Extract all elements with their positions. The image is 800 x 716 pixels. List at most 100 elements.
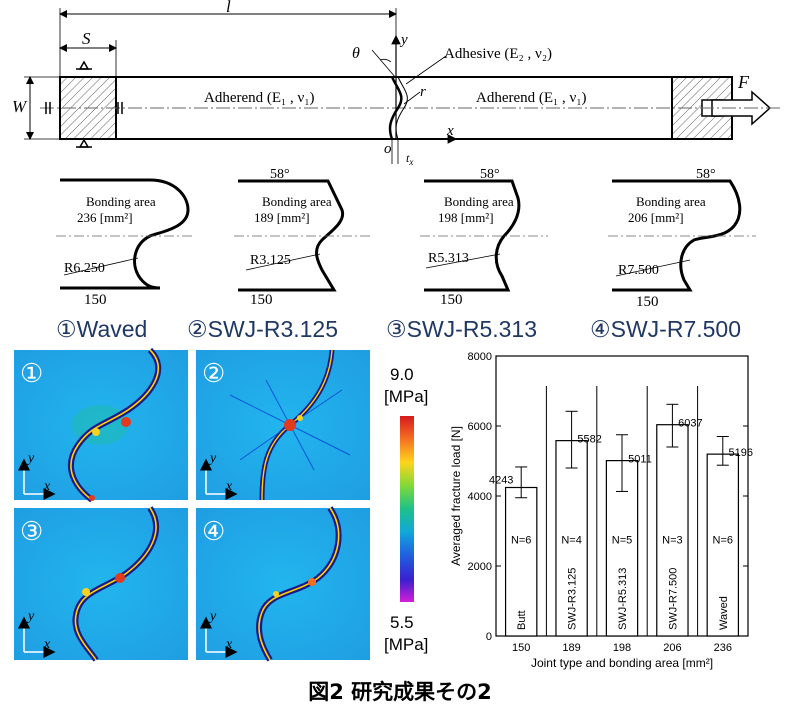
svg-text:x: x	[225, 637, 233, 652]
n-label: N=6	[511, 534, 532, 546]
profile-1: Bonding area 236 [mm²] R6.250 150	[56, 178, 194, 308]
profile-3-length: 150	[440, 292, 463, 308]
r-label: r	[420, 84, 426, 100]
bar	[706, 453, 740, 637]
support-symbols	[45, 60, 123, 148]
joint-schematic: l S W y x o θ Adhesive (E₂ , ν₂) r Adher…	[12, 0, 780, 167]
x-axis-label: x	[446, 123, 454, 139]
profile-4-outline	[612, 179, 742, 292]
dim-w-label: W	[12, 97, 28, 116]
adherend-right-label: Adherend (E₁ , ν₁)	[476, 90, 587, 106]
bar-name: Butt	[516, 610, 528, 630]
bar-name: Waved	[718, 596, 730, 630]
profile-3: 58° Bonding area 198 [mm²] R5.313 150	[420, 167, 548, 308]
origin-label: o	[384, 141, 392, 157]
svg-text:y: y	[208, 451, 217, 466]
bar-name: SWJ-R7.500	[667, 568, 679, 630]
colorbar-min: 5.5	[390, 613, 414, 632]
panel-4-number: ④	[202, 516, 225, 546]
colorbar-max-unit: [MPa]	[384, 387, 428, 406]
x-tick-label: 189	[562, 642, 580, 654]
color-bar	[400, 416, 414, 602]
y-tick-label: 8000	[468, 351, 492, 363]
profile-1-area-value: 236 [mm²]	[77, 210, 133, 225]
contour-panels: ① y x ② y x	[14, 347, 428, 662]
profile-3-area-value: 198 [mm²]	[438, 210, 494, 225]
y-tick-label: 4000	[468, 491, 492, 503]
svg-text:y: y	[26, 451, 35, 466]
value-label: 5582	[577, 434, 601, 446]
dim-s-label: S	[82, 29, 91, 48]
profile-4-area-value: 206 [mm²]	[628, 210, 684, 225]
n-label: N=5	[612, 534, 633, 546]
force-label: F	[737, 72, 750, 92]
profile-3-area-title: Bonding area	[444, 194, 514, 209]
svg-text:x: x	[225, 479, 233, 494]
value-label: 4243	[489, 474, 513, 486]
contour-panel-2: ② y x	[196, 349, 370, 501]
svg-text:y: y	[208, 609, 217, 624]
profile-4-area-title: Bonding area	[636, 194, 706, 209]
bar	[656, 424, 689, 637]
x-tick-label: 236	[714, 642, 732, 654]
tx-label: tx	[406, 151, 413, 167]
x-tick-label: 150	[512, 642, 530, 654]
profile-2-radius: R3.125	[250, 253, 291, 268]
bar-name: SWJ-R5.313	[617, 568, 629, 630]
theta-label: θ	[352, 45, 360, 62]
x-tick-label: 206	[663, 642, 681, 654]
panel-2-number: ②	[202, 358, 225, 388]
colorbar-min-unit: [MPa]	[384, 635, 428, 654]
x-tick-label: 198	[613, 642, 631, 654]
profile-4-length: 150	[636, 294, 659, 310]
profile-3-outline	[424, 179, 521, 292]
panel-3-number: ③	[20, 516, 43, 546]
case-label-swj-r3125: ②SWJ-R3.125	[187, 316, 338, 342]
panel-1-number: ①	[20, 358, 43, 388]
bar	[504, 486, 538, 637]
fracture-load-chart: Averaged fracture load [N] Joint type an…	[449, 351, 753, 670]
y-tick-label: 6000	[468, 421, 492, 433]
wavy-joint	[388, 76, 403, 140]
bar	[555, 440, 588, 637]
colorbar-max: 9.0	[390, 365, 414, 384]
bar-name: SWJ-R3.125	[567, 568, 579, 630]
profile-3-radius: R5.313	[428, 251, 469, 266]
y-axis-title: Averaged fracture load [N]	[449, 426, 463, 566]
contour-panel-3: ③ y x	[14, 506, 188, 662]
n-label: N=6	[713, 534, 734, 546]
adherend-left-label: Adherend (E₁ , ν₁)	[204, 90, 315, 106]
case-label-waved: ①Waved	[56, 316, 148, 342]
profile-2: 58° Bonding area 189 [mm²] R3.125 150	[234, 167, 370, 308]
contour-panel-4: ④ y x	[196, 506, 370, 662]
profile-4-angle: 58°	[696, 167, 716, 182]
contour-panel-1: ① y x	[14, 347, 188, 503]
figure-caption: 図2 研究成果その2	[308, 680, 492, 704]
svg-text:x: x	[43, 479, 51, 494]
adhesive-label: Adhesive (E₂ , ν₂)	[444, 46, 552, 62]
y-tick-label: 2000	[468, 561, 492, 573]
profile-4-radius: R7.500	[618, 263, 659, 278]
case-label-swj-r7500: ④SWJ-R7.500	[590, 316, 741, 342]
profile-2-length: 150	[250, 292, 273, 308]
dim-l-label: l	[226, 0, 231, 16]
profile-2-area-title: Bonding area	[262, 194, 332, 209]
profile-1-radius: R6.250	[64, 261, 105, 276]
profile-1-area-title: Bonding area	[86, 194, 156, 209]
value-label: 5011	[628, 454, 652, 466]
profile-3-angle: 58°	[480, 167, 500, 182]
y-tick-label: 0	[486, 631, 492, 643]
y-axis-label: y	[399, 32, 408, 48]
profile-1-length: 150	[84, 292, 107, 308]
svg-text:x: x	[43, 637, 51, 652]
value-label: 6037	[678, 418, 702, 430]
value-label: 5196	[729, 447, 753, 459]
profile-4: 58° Bonding area 206 [mm²] R7.500 150	[608, 167, 756, 310]
case-label-swj-r5313: ③SWJ-R5.313	[386, 316, 537, 342]
n-label: N=4	[561, 534, 582, 546]
svg-text:y: y	[26, 609, 35, 624]
profile-2-area-value: 189 [mm²]	[254, 210, 310, 225]
n-label: N=3	[662, 534, 683, 546]
profile-2-angle: 58°	[270, 167, 290, 182]
